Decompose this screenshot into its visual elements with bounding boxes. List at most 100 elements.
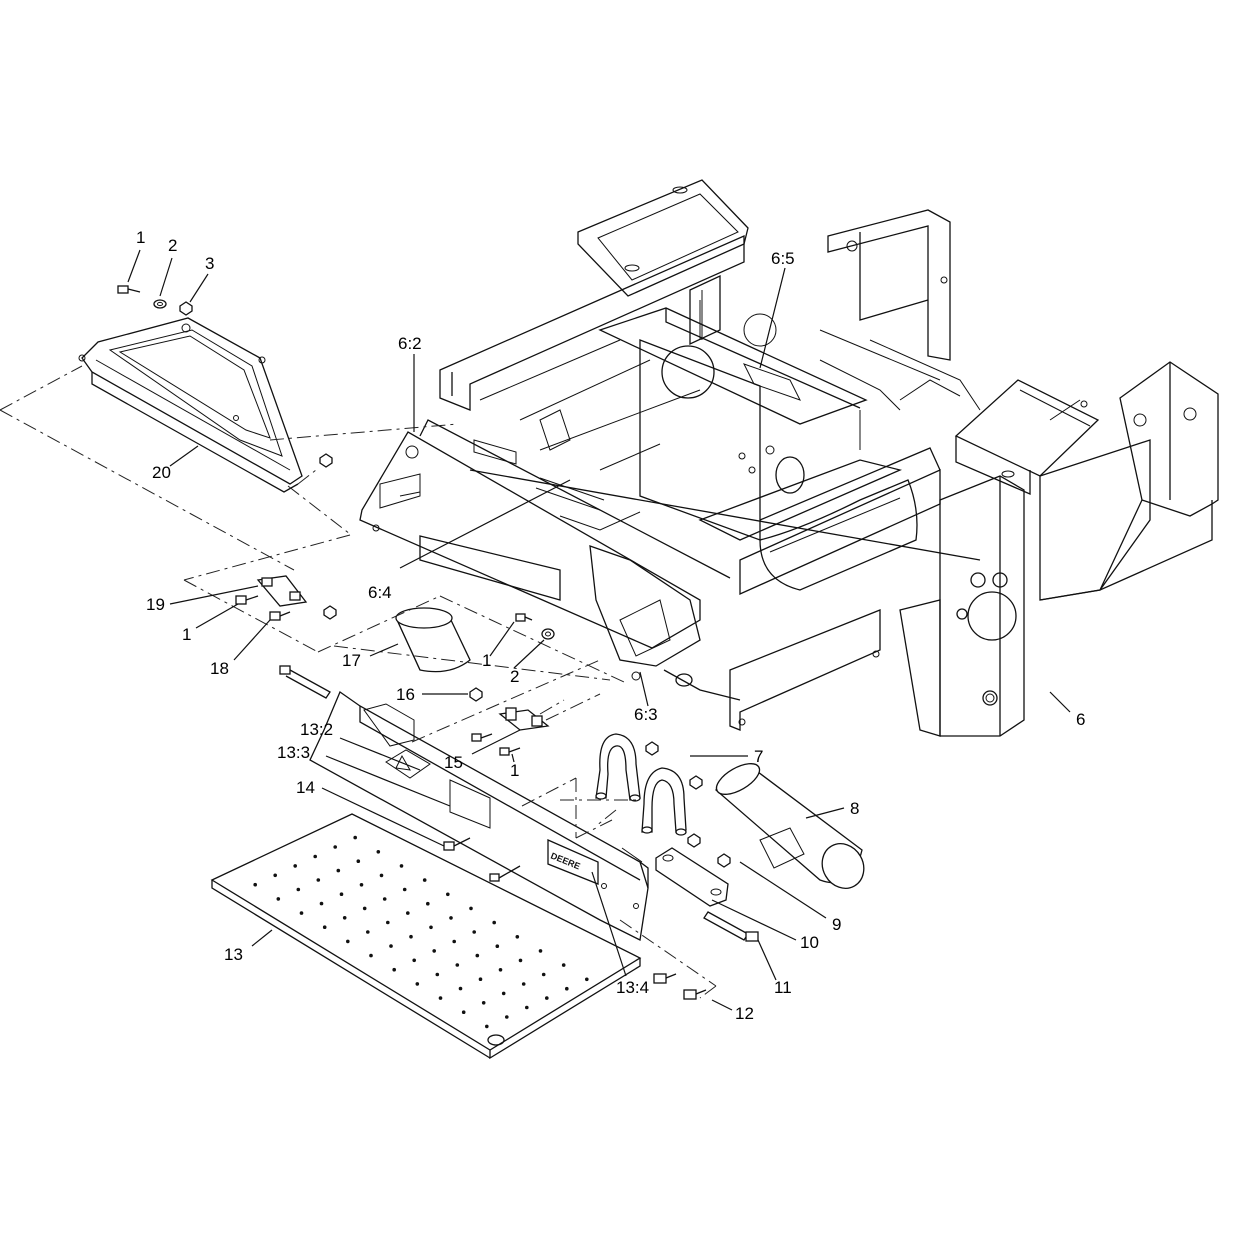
cover-part-20 (78, 317, 303, 493)
fasteners-center (515, 613, 555, 640)
perforation-hole (545, 996, 549, 1000)
callout-19: 19 (146, 595, 165, 614)
clamps-part-7 (595, 733, 703, 836)
callout-16: 16 (396, 685, 415, 704)
callout-13-2: 13:2 (300, 720, 333, 739)
perforation-hole (541, 972, 546, 977)
perforation-hole (565, 986, 569, 991)
callout-1: 1 (482, 651, 491, 670)
callout-13: 13 (224, 945, 243, 964)
perforation-hole (342, 916, 347, 920)
perforation-hole (299, 911, 304, 915)
callout-1: 1 (510, 761, 519, 780)
callout-6: 6 (1076, 710, 1085, 729)
perforation-hole (515, 935, 520, 939)
leader-lines (127, 249, 1071, 1011)
cylinder-part-17 (395, 607, 471, 673)
callout-3: 3 (205, 254, 214, 273)
perforation-hole (389, 944, 393, 948)
callout-6-5: 6:5 (771, 249, 795, 268)
hinge-bracket-15 (469, 687, 550, 756)
callout-labels: 1 2 3 20 6:2 6:5 6:4 6:3 6 19 1 18 17 1 … (136, 228, 1085, 1023)
perforation-hole (346, 939, 350, 944)
perforation-hole (353, 835, 358, 840)
perforation-hole (392, 967, 397, 972)
callout-18: 18 (210, 659, 229, 678)
perforation-hole (426, 901, 430, 906)
panel-13-bracket: DEERE (309, 691, 649, 941)
callout-17: 17 (342, 651, 361, 670)
perforation-hole (379, 873, 384, 878)
perforation-hole (313, 854, 318, 859)
perforation-hole (412, 958, 417, 963)
perforation-hole (452, 939, 457, 944)
perforation-hole (475, 953, 480, 958)
perforation-hole (273, 873, 278, 878)
perforation-hole (501, 991, 506, 996)
fasteners-top-left (117, 285, 333, 468)
long-bolt (279, 665, 331, 699)
perforation-hole (561, 963, 566, 967)
perforation-hole (495, 944, 500, 948)
perforation-hole (518, 958, 523, 963)
perforation-hole (409, 934, 413, 939)
perforation-hole (478, 977, 483, 981)
perforation-hole (485, 1024, 489, 1029)
perforation-hole (376, 850, 381, 854)
callout-14: 14 (296, 778, 315, 797)
perforation-hole (461, 1010, 466, 1014)
perforation-hole (469, 906, 473, 911)
perforated-plate-13 (210, 813, 642, 1060)
callout-7: 7 (754, 747, 763, 766)
callout-1: 1 (182, 625, 191, 644)
perforation-hole (296, 887, 301, 892)
perforation-hole (316, 878, 321, 882)
perforation-hole (336, 868, 341, 873)
perforation-hole (339, 892, 344, 896)
callout-8: 8 (850, 799, 859, 818)
perforation-hole (492, 920, 497, 925)
perforation-hole (521, 982, 526, 986)
perforation-hole (319, 901, 324, 906)
perforation-hole (369, 953, 373, 958)
callout-2: 2 (168, 236, 177, 255)
callout-9: 9 (832, 915, 841, 934)
perforation-hole (498, 968, 503, 972)
callout-12: 12 (735, 1004, 754, 1023)
perforation-hole (438, 996, 443, 1000)
perforation-hole (585, 977, 589, 982)
perforation-hole (359, 883, 364, 887)
callout-11: 11 (774, 978, 792, 997)
perforation-hole (402, 887, 407, 892)
perforation-hole (333, 845, 338, 849)
perforation-hole (399, 864, 404, 868)
perforation-hole (406, 911, 410, 915)
callout-6-3: 6:3 (634, 705, 658, 724)
callout-1: 1 (136, 228, 145, 247)
perforation-hole (432, 949, 437, 953)
perforation-hole (458, 986, 463, 991)
callout-20: 20 (152, 463, 171, 482)
perforation-hole (253, 882, 257, 887)
main-frame (359, 179, 1219, 737)
alignment-lines (0, 365, 717, 999)
perforation-hole (472, 930, 477, 934)
hinge-bracket-19 (235, 575, 337, 621)
perforation-hole (382, 897, 387, 901)
perforation-hole (366, 930, 370, 934)
perforation-hole (293, 864, 298, 868)
callout-10: 10 (800, 933, 819, 952)
callout-15: 15 (444, 753, 463, 772)
callout-13-4: 13:4 (616, 978, 649, 997)
perforation-hole (505, 1015, 509, 1019)
perforation-hole (446, 892, 450, 897)
perforation-hole (362, 906, 367, 911)
perforation-hole (422, 878, 427, 882)
perforation-hole (386, 920, 390, 925)
perforation-hole (481, 1001, 486, 1005)
callout-6-2: 6:2 (398, 334, 422, 353)
perforation-hole (276, 897, 281, 901)
callout-2: 2 (510, 667, 519, 686)
